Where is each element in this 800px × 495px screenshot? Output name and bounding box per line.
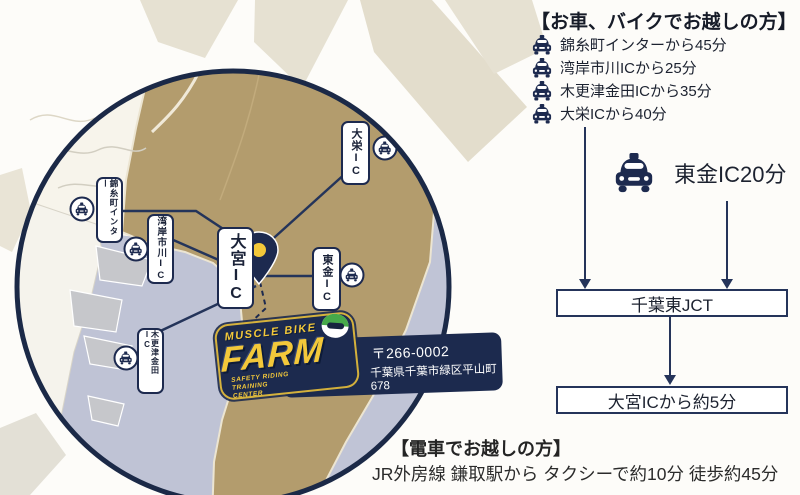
border-squiggles — [34, 146, 147, 189]
taxi-icon — [615, 153, 653, 193]
car-access-list: 錦糸町インターから45分 湾岸市川ICから25分 木更津金田ICから35分 大栄… — [531, 33, 727, 125]
taxi-route-label: 東金IC20分 — [674, 162, 787, 187]
car-icon — [372, 135, 398, 161]
car-access-item: 錦糸町インターから45分 — [531, 33, 727, 56]
map-label-kinshicho: 錦糸町インター — [96, 177, 123, 243]
map-label-omiya-ic: 大宮IC — [217, 227, 254, 309]
car-access-item: 木更津金田ICから35分 — [531, 79, 727, 102]
car-icon — [532, 34, 552, 55]
river-line — [150, 71, 202, 134]
car-icon — [532, 57, 552, 78]
logo-brand-sub: SAFETY RIDING TRAINING CENTER — [231, 371, 291, 400]
car-access-item-text: 木更津金田ICから35分 — [560, 83, 712, 100]
taxi-route: 東金IC20分 — [612, 153, 786, 193]
car-icon — [113, 345, 139, 371]
car-access-item: 湾岸市川ICから25分 — [531, 56, 727, 79]
car-access-title: 【お車、バイクでお越しの方】 — [531, 12, 797, 33]
muscle-bike-farm-logo: MUSCLE BIKE FARM SAFETY RIDING TRAINING … — [215, 313, 359, 400]
road-hint-line — [219, 71, 261, 201]
car-icon — [532, 103, 552, 124]
flow-box-chibahigashi-jct: 千葉東JCT — [556, 289, 788, 317]
tokyo-land — [17, 194, 103, 461]
car-access-item-text: 湾岸市川ICから25分 — [560, 60, 697, 77]
map-label-wangan-ichikawa: 湾岸市川IC — [147, 214, 174, 284]
train-access-title: 【電車でお越しの方】 — [391, 439, 571, 459]
car-access-item-text: 大栄ICから40分 — [560, 106, 667, 123]
car-icon — [123, 236, 149, 262]
map-label-kisarazu-kaneda-ic: 木更津金田IC — [137, 328, 164, 394]
car-icon — [532, 80, 552, 101]
flow-box-omiya-ic: 大宮ICから約5分 — [556, 386, 788, 414]
helmet-icon — [321, 313, 349, 338]
address-text: 千葉県千葉市緑区平山町678 — [370, 363, 497, 393]
car-access-item-text: 錦糸町インターから45分 — [560, 37, 727, 54]
postal-code: 〒266-0002 — [371, 342, 450, 362]
map-label-togane-ic: 東金IC — [312, 247, 341, 311]
train-access-detail: JR外房線 鎌取駅から タクシーで約10分 徒歩約45分 — [372, 464, 779, 484]
car-access-item: 大栄ICから40分 — [531, 102, 727, 125]
car-icon — [69, 196, 95, 222]
car-icon — [339, 262, 365, 288]
map-label-taiei-ic: 大栄IC — [341, 121, 370, 185]
